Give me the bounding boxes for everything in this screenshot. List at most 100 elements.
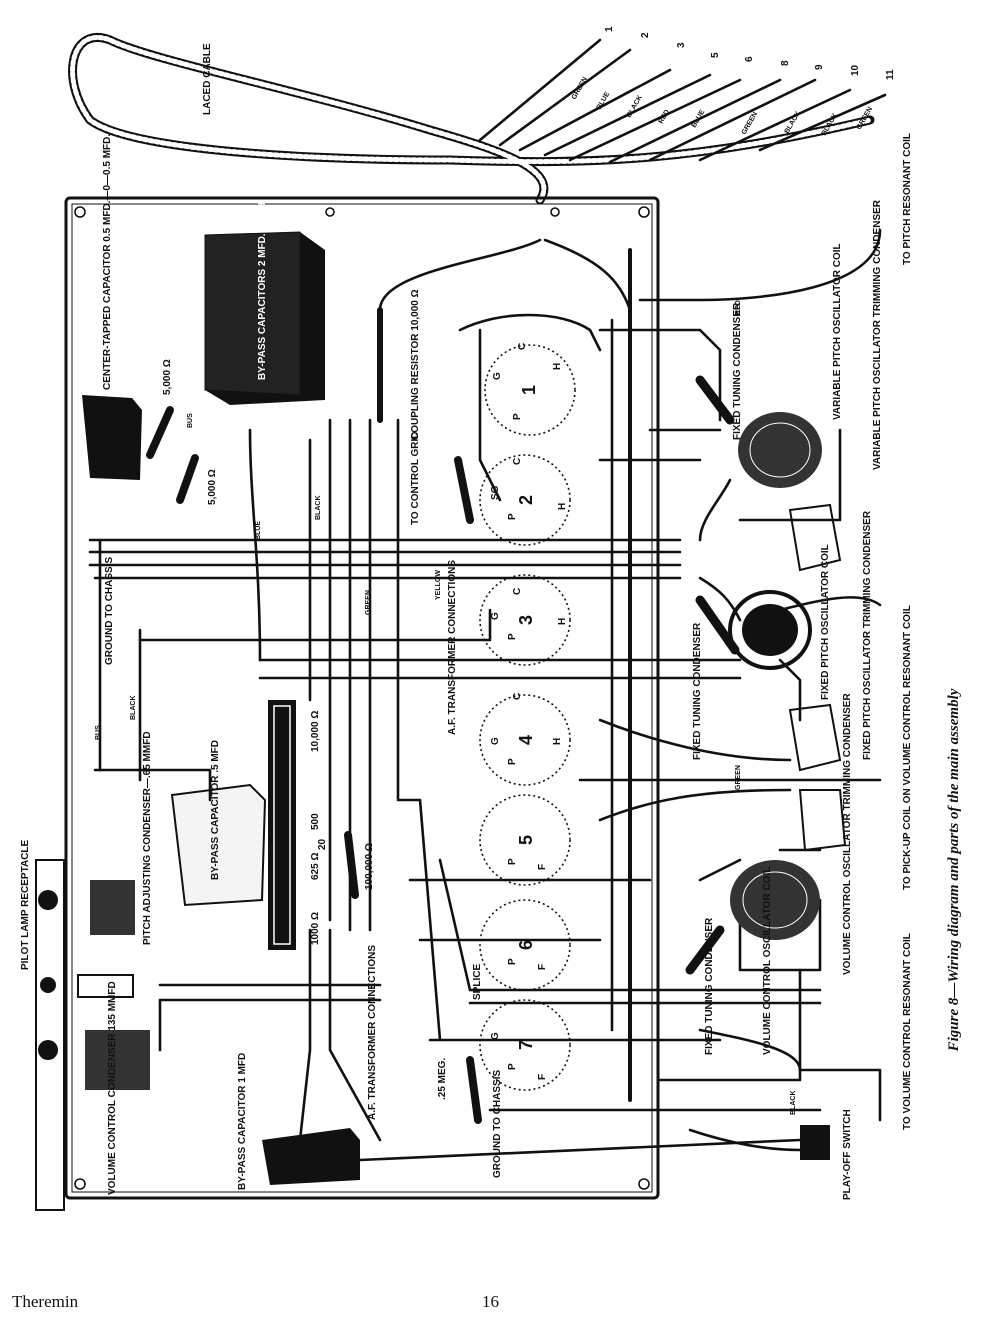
meg-label: .25 MEG. — [437, 1058, 448, 1100]
volume-control-oscillator-coil: VOLUME CONTROL OSCILLATOR COIL VOLUME CO… — [730, 693, 853, 1055]
bypass-1mfd-capacitor: BY-PASS CAPACITOR 1 MFD — [237, 1053, 360, 1190]
wire-tag-black-1: BLACK — [130, 696, 137, 721]
tube-2-pin-h: H — [557, 503, 568, 510]
bypass-5mfd-capacitor: BY-PASS CAPACITOR .5 MFD — [170, 740, 267, 907]
tube-3-pin-p: P — [507, 633, 518, 640]
wire-tag-black-2: BLACK — [315, 496, 322, 521]
to-control-grid-label: TO CONTROL GRID — [410, 431, 421, 525]
cable-wire-color-2: BLUE — [596, 91, 612, 111]
wire-tag-yellow-1: YELLOW — [435, 570, 442, 600]
cable-terminal-3: 3 — [676, 42, 687, 48]
figure-caption: Figure 8—Wiring diagram and parts of the… — [946, 688, 962, 1052]
tube-2-pin-p: P — [507, 513, 518, 520]
tube-5-number: 5 — [516, 835, 536, 845]
tube-2-pin-c: C — [512, 458, 523, 465]
af-transformer-bottom-label: A.F. TRANSFORMER CONNECTIONS — [367, 945, 378, 1120]
center-tapped-capacitor-label: CENTER-TAPPED CAPACITOR 0.5 MFD.—0—0.5 M… — [102, 134, 113, 390]
resistors: 5,000 Ω 5,000 Ω COUPLING RESISTOR 10,000… — [146, 289, 482, 1124]
wire-tag-bus-1: BUS — [95, 725, 102, 740]
cable-wire-color-1: GREEN — [571, 76, 590, 101]
laced-cable-label: LACED CABLE — [202, 43, 213, 115]
play-off-label: PLAY-OFF SWITCH — [842, 1109, 853, 1200]
tube-6-pin-p: P — [507, 958, 518, 965]
play-off-switch — [800, 1125, 830, 1160]
wire-tag-green-1: GREEN — [365, 590, 372, 615]
cable-terminal-10: 10 — [850, 64, 861, 76]
cable-terminals: 1 2 3 5 6 8 9 10 11 — [604, 26, 896, 80]
bypass-capacitors-block: BY-PASS CAPACITORS 2 MFD. EACH — [204, 202, 325, 405]
tube-3-pin-c: C — [512, 588, 523, 595]
tube-socket-5: 5 P F — [479, 794, 571, 886]
resistor-5000-a-label: 5,000 Ω — [162, 359, 173, 395]
volume-trimming-label: VOLUME CONTROL OSCILLATOR TRIMMING CONDE… — [842, 693, 853, 975]
cable-terminal-1: 1 — [604, 26, 615, 32]
center-tapped-capacitor: CENTER-TAPPED CAPACITOR 0.5 MFD.—0—0.5 M… — [82, 134, 142, 480]
fixed-tuning-condensers: FIXED TUNING CONDENSER FIXED TUNING COND… — [685, 302, 743, 1055]
tube-7-number: 7 — [516, 1040, 536, 1050]
fixed-tuning-condenser-bottom-label: FIXED TUNING CONDENSER — [704, 917, 715, 1055]
pitch-adjusting-label: PITCH ADJUSTING CONDENSER—.65 MMFD — [142, 731, 153, 945]
resistor-500-label: 500 — [310, 813, 321, 830]
fixed-pitch-coil-label: FIXED PITCH OSCILLATOR COIL — [820, 544, 831, 700]
tube-6-number: 6 — [516, 940, 536, 950]
cable-terminal-9: 9 — [814, 64, 825, 70]
cable-wire-color-4: RED — [658, 109, 671, 125]
wire-tag-green-2: GREEN — [735, 765, 742, 790]
tube-socket-7: 7 G P F — [479, 999, 571, 1091]
resistor-20-label: 20 — [317, 838, 328, 850]
resistor-1000-label: 1000 Ω — [310, 912, 321, 945]
tube-1-pin-c: C — [517, 343, 528, 350]
tube-3-pin-h: H — [557, 618, 568, 625]
tube-1-pin-p: P — [512, 413, 523, 420]
tube-socket-4: 4 G P C H — [479, 693, 571, 786]
tube-4-pin-g: G — [490, 737, 501, 745]
variable-pitch-trimming-label: VARIABLE PITCH OSCILLATOR TRIMMING CONDE… — [872, 199, 883, 470]
cable-wire-color-3: BLACK — [626, 94, 644, 119]
tube-socket-3: 3 G P C H — [479, 574, 571, 666]
tube-3-number: 3 — [516, 615, 536, 625]
wire-tag-blue-1: BLUE — [255, 521, 262, 540]
volume-coil-label: VOLUME CONTROL OSCILLATOR COIL — [762, 867, 773, 1055]
tube-1-pin-g: G — [492, 372, 503, 380]
variable-pitch-oscillator-coil: VARIABLE PITCH OSCILLATOR COIL VARIABLE … — [738, 199, 883, 572]
fixed-tuning-condenser-mid-label: FIXED TUNING CONDENSER — [692, 622, 703, 760]
coupling-resistor-label: COUPLING RESISTOR 10,000 Ω — [410, 289, 421, 440]
tube-4-pin-p: P — [507, 758, 518, 765]
tube-5-pin-p: P — [507, 858, 518, 865]
variable-pitch-coil-label: VARIABLE PITCH OSCILLATOR COIL — [832, 243, 843, 420]
resistor-5000-b-label: 5,000 Ω — [207, 469, 218, 505]
wiring-harness — [88, 228, 882, 1162]
wire-tag-bus-2: BUS — [187, 413, 194, 428]
footer-title: Theremin — [12, 1292, 79, 1311]
to-pitch-coil-label: TO PITCH RESONANT COIL — [902, 133, 913, 265]
tube-6-pin-f: F — [537, 964, 548, 970]
tube-7-pin-p: P — [507, 1063, 518, 1070]
fixed-pitch-trimming-label: FIXED PITCH OSCILLATOR TRIMMING CONDENSE… — [862, 510, 873, 760]
tube-4-pin-h: H — [552, 738, 563, 745]
cable-terminal-6: 6 — [744, 56, 755, 62]
tube-3-pin-g: G — [490, 612, 501, 620]
wire-tag-red-1: RED — [735, 300, 742, 315]
left-controls: PITCH ADJUSTING CONDENSER—.65 MMFD VOLUM… — [20, 731, 153, 1211]
tube-2-number: 2 — [516, 495, 536, 505]
ground-chassis-top-label: GROUND TO CHASSIS — [104, 557, 115, 665]
tube-socket-6: 6 P F — [479, 899, 571, 991]
tube-7-pin-g: G — [490, 1032, 501, 1040]
to-pickup-coil-label: TO PICK-UP COIL ON VOLUME CONTROL RESONA… — [902, 605, 913, 890]
tube-5-pin-f: F — [537, 864, 548, 870]
af-transformer-top-label: A.F. TRANSFORMER CONNECTIONS — [447, 560, 458, 735]
bypass-capacitors-label: BY-PASS CAPACITORS 2 MFD. EACH — [257, 202, 268, 380]
splice-label: SPLICE — [472, 964, 483, 1000]
fixed-pitch-oscillator-coil: FIXED PITCH OSCILLATOR COIL FIXED PITCH … — [728, 510, 873, 772]
page-number: 16 — [482, 1292, 499, 1311]
terminal-strip: 10,000 Ω 500 20 625 Ω 1000 Ω 100,000 Ω — [268, 700, 375, 950]
cable-wire-color-5: BLUE — [691, 109, 707, 129]
wire-tag-black-3: BLACK — [790, 1091, 797, 1116]
ground-chassis-bottom-label: GROUND TO CHASSIS — [492, 1070, 503, 1178]
tube-7-pin-f: F — [537, 1074, 548, 1080]
cable-terminal-5: 5 — [710, 52, 721, 58]
cable-terminal-8: 8 — [780, 60, 791, 66]
tube-4-number: 4 — [516, 735, 536, 745]
bypass-5mfd-label: BY-PASS CAPACITOR .5 MFD — [210, 740, 221, 880]
